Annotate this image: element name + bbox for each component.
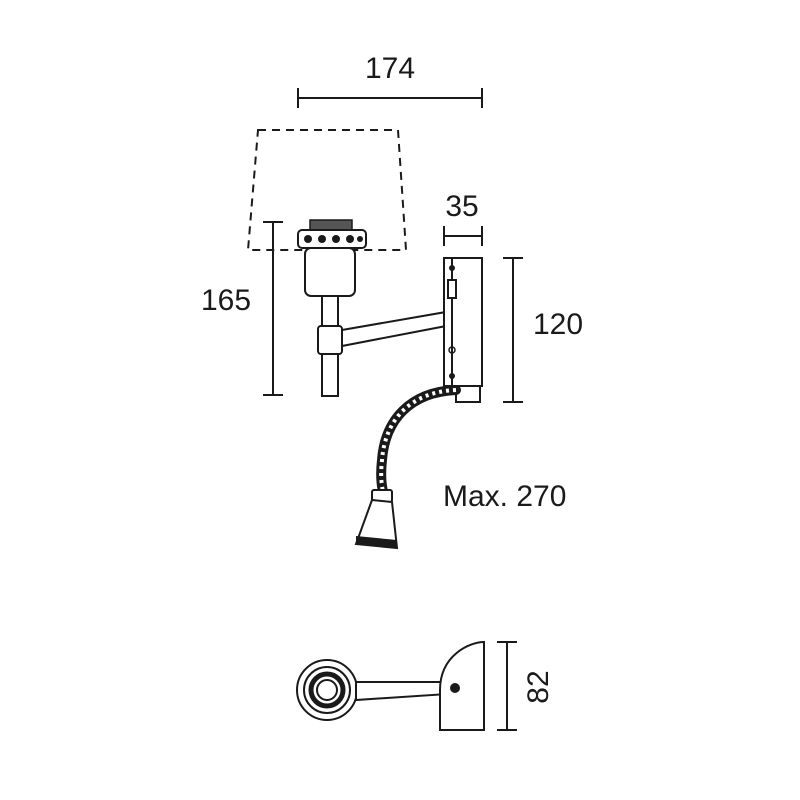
top-view	[296, 640, 485, 731]
label-mount-height: 120	[533, 308, 583, 341]
dimension-mount-height: 120	[503, 257, 583, 403]
dimension-mount-width: 35	[443, 190, 483, 246]
swing-arm	[341, 310, 447, 348]
label-depth: 82	[522, 670, 555, 703]
label-height: 165	[201, 284, 251, 317]
lamp-stem	[317, 295, 343, 397]
label-mount-width: 35	[445, 190, 478, 223]
wall-mount-plate	[443, 257, 483, 403]
top-view-wall-plate	[439, 640, 485, 731]
dimension-shade-width: 174	[297, 52, 483, 108]
label-shade-width: 174	[365, 52, 415, 85]
lamp-socket	[297, 219, 367, 297]
label-flex-arm-max: Max. 270	[443, 480, 566, 513]
reading-light-head	[354, 498, 399, 550]
dimension-height: 165	[201, 221, 283, 396]
dimension-depth: 82	[497, 641, 555, 731]
